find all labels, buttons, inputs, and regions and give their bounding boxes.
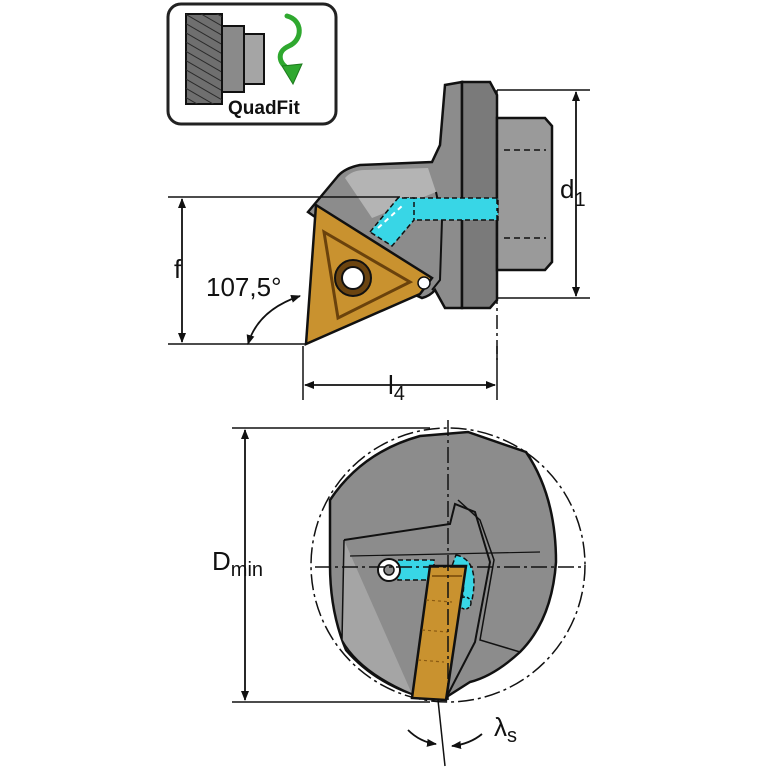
holder-face — [328, 430, 558, 698]
coolant-channel — [368, 197, 499, 247]
dim-f-label: f — [174, 254, 182, 284]
dim-angle: 107,5° — [206, 272, 301, 345]
dim-l4-main: l — [388, 370, 394, 400]
dim-dmin-main: D — [212, 546, 231, 576]
dim-d1-main: d — [560, 174, 574, 204]
top-view: f d1 l4 107,5° — [168, 80, 590, 405]
bottom-view: Dmin λs — [212, 420, 586, 767]
dim-dmin-sub: min — [231, 559, 263, 581]
quadfit-badge: QuadFit — [166, 2, 338, 126]
dim-l4: l4 — [302, 346, 498, 405]
dim-d1-sub: 1 — [574, 189, 585, 211]
cutting-insert-side — [410, 564, 468, 702]
svg-text:Dmin: Dmin — [212, 546, 263, 581]
coupling-shank — [495, 116, 554, 272]
cutting-insert — [304, 202, 434, 346]
holder-flange — [460, 80, 499, 310]
quadfit-badge-icon — [185, 13, 265, 105]
dim-lambda-s: λs — [407, 712, 517, 749]
svg-text:λs: λs — [494, 712, 517, 747]
svg-text:l4: l4 — [388, 370, 405, 405]
dim-lambda-sub: s — [507, 725, 517, 747]
min-bore-circle — [310, 427, 586, 703]
badge-label: QuadFit — [228, 98, 300, 119]
dim-dmin: Dmin — [212, 427, 430, 703]
angle-label: 107,5° — [206, 272, 281, 302]
svg-text:d1: d1 — [560, 174, 586, 211]
dim-d1: d1 — [497, 89, 590, 299]
dim-lambda-main: λ — [494, 712, 507, 742]
rotate-arrow-icon — [277, 13, 303, 86]
dim-l4-sub: 4 — [394, 383, 405, 405]
